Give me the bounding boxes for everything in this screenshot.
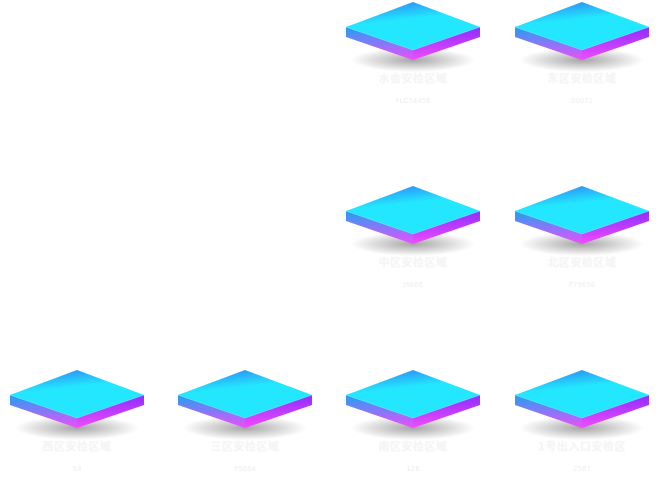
platform-icon — [345, 2, 481, 72]
area-code: P79656 — [568, 281, 596, 289]
area-name: 三区安检区域 — [210, 440, 280, 453]
area-tile-7[interactable]: 南区安检区域 126 — [343, 368, 483, 488]
area-code: 00071 — [570, 97, 594, 105]
area-tile-4[interactable]: 北区安检区域 P79656 — [512, 184, 652, 304]
area-tile-5[interactable]: 西区安检区域 S4 — [7, 368, 147, 488]
area-name: 北区安检区域 — [547, 256, 617, 269]
platform-icon — [9, 370, 145, 440]
area-code: J6666 — [403, 281, 423, 289]
area-name: 1号出入口安检区 — [538, 440, 626, 453]
area-name: 西区安检区域 — [42, 440, 112, 453]
platform-icon — [345, 186, 481, 256]
area-name: 水会安检区域 — [378, 72, 448, 85]
area-code: 2587 — [573, 465, 591, 473]
area-tile-2[interactable]: 东区安检区域 00071 — [512, 0, 652, 120]
area-name: 南区安检区域 — [378, 440, 448, 453]
area-code: 126 — [406, 465, 420, 473]
platform-icon — [177, 370, 313, 440]
area-code: S4 — [72, 465, 82, 473]
area-tile-1[interactable]: 水会安检区域 PLC54456 — [343, 0, 483, 120]
area-name: 东区安检区域 — [547, 72, 617, 85]
platform-icon — [514, 2, 650, 72]
area-code: P5664 — [233, 465, 257, 473]
area-name: 中区安检区域 — [378, 256, 448, 269]
area-tile-3[interactable]: 中区安检区域 J6666 — [343, 184, 483, 304]
platform-icon — [514, 370, 650, 440]
area-tile-6[interactable]: 三区安检区域 P5664 — [175, 368, 315, 488]
platform-icon — [345, 370, 481, 440]
area-tile-8[interactable]: 1号出入口安检区 2587 — [512, 368, 652, 488]
area-code: PLC54456 — [395, 97, 431, 105]
platform-icon — [514, 186, 650, 256]
